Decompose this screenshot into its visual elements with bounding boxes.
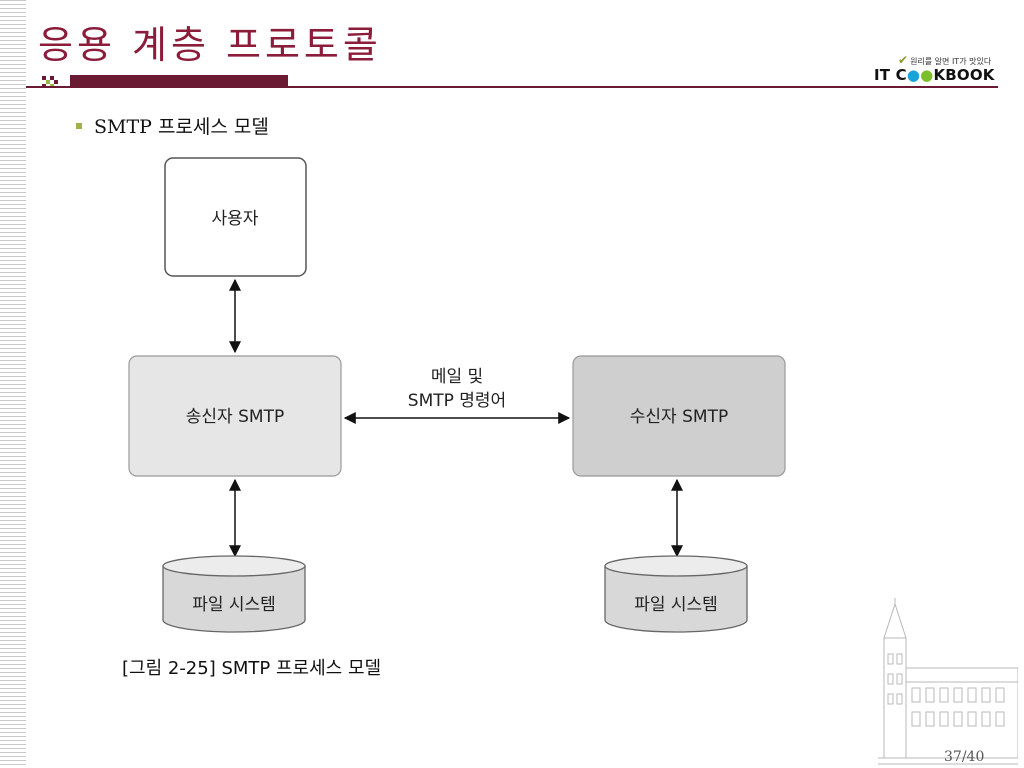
bullet-text: SMTP 프로세스 모델 [94, 116, 269, 138]
building-sketch-icon [878, 598, 1018, 765]
file-system-right-label: 파일 시스템 [634, 595, 718, 615]
check-icon: ✔ [898, 53, 909, 67]
sender-smtp-box [128, 355, 342, 477]
logo-o-green: ● [920, 66, 934, 84]
link-label-line1: 메일 및 [431, 367, 483, 387]
title-underline [26, 86, 998, 88]
logo-tagline-text: 원리를 알면 IT가 맛있다 [910, 57, 992, 66]
file-system-left-cylinder [162, 555, 306, 633]
receiver-smtp-box [572, 355, 786, 477]
file-system-right-cylinder [604, 555, 748, 633]
logo-prefix: IT C [874, 66, 907, 84]
receiver-smtp-label: 수신자 SMTP [630, 407, 728, 427]
it-cookbook-logo: IT C●●KBOOK [874, 66, 995, 84]
user-box [164, 157, 307, 277]
user-label: 사용자 [212, 209, 259, 229]
title-accent-bar [70, 75, 288, 86]
page-number: 37/40 [944, 749, 985, 765]
logo-suffix: KBOOK [933, 66, 995, 84]
file-system-left-label: 파일 시스템 [192, 595, 276, 615]
logo-o-blue: ● [906, 66, 921, 84]
slide-title: 응용 계층 프로토콜 [38, 23, 382, 67]
left-striped-margin [0, 0, 26, 768]
link-label-line2: SMTP 명령어 [408, 391, 506, 411]
logo-tagline: ✔원리를 알면 IT가 맛있다 [898, 53, 991, 67]
figure-caption: [그림 2-25] SMTP 프로세스 모델 [122, 658, 382, 679]
sender-smtp-label: 송신자 SMTP [186, 407, 284, 427]
bullet-square-icon [76, 123, 82, 129]
